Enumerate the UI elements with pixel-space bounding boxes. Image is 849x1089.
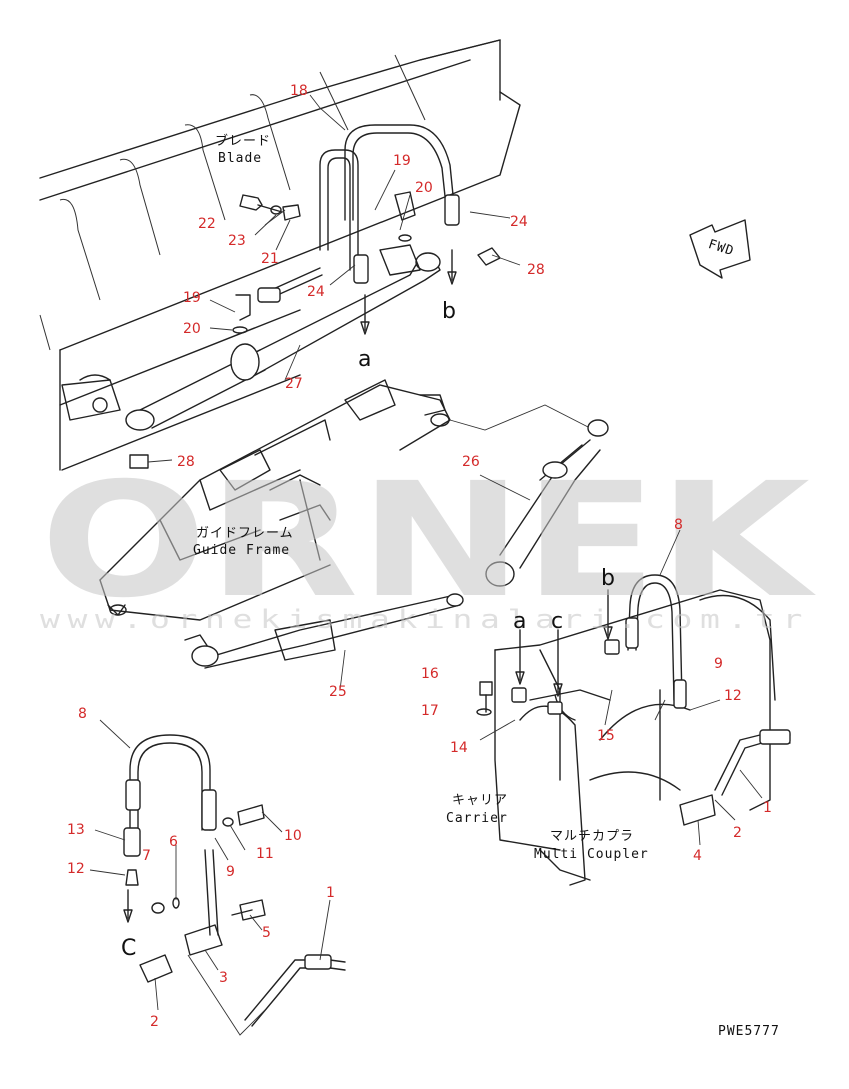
view-letter-a: a xyxy=(358,347,371,372)
callout-19: 19 xyxy=(183,290,201,306)
carrier-label-en: Carrier xyxy=(446,811,508,826)
watermark-logo: ORNEK xyxy=(40,449,817,633)
view-letter-a-carrier: a xyxy=(513,609,526,634)
callout-12: 12 xyxy=(724,688,742,704)
callout-28: 28 xyxy=(527,262,545,278)
view-letters: a b a c b C xyxy=(121,299,615,961)
callout-9: 9 xyxy=(714,656,723,672)
carrier-label-jp: キャリア xyxy=(452,793,508,808)
lift-cylinder-left xyxy=(191,593,464,669)
view-letter-c-detail: C xyxy=(121,936,136,961)
callout-22: 22 xyxy=(198,216,216,232)
watermark-url: www.ornekismakinalari.com.tr xyxy=(40,605,810,635)
callout-21: 21 xyxy=(261,251,279,267)
callout-24: 24 xyxy=(307,284,325,300)
callout-20: 20 xyxy=(183,321,201,337)
view-letter-c-carrier: c xyxy=(551,609,563,634)
callout-6: 6 xyxy=(169,834,178,850)
callout-26: 26 xyxy=(462,454,480,470)
callout-12: 12 xyxy=(67,861,85,877)
guide-frame-drawing xyxy=(99,379,591,651)
guide-frame-label-en: Guide Frame xyxy=(193,543,290,558)
callout-1: 1 xyxy=(763,800,772,816)
leader-lines xyxy=(89,94,763,1011)
callout-10: 10 xyxy=(284,828,302,844)
callout-8: 8 xyxy=(674,517,683,533)
multi-coupler-label-jp: マルチカプラ xyxy=(550,829,634,844)
callout-8: 8 xyxy=(78,706,87,722)
callout-28: 28 xyxy=(177,454,195,470)
callout-23: 23 xyxy=(228,233,246,249)
callout-16: 16 xyxy=(421,666,439,682)
blade-drawing xyxy=(39,39,521,471)
part-number-callouts: 18 19 20 22 23 21 24 24 28 19 20 27 28 2… xyxy=(67,83,772,1030)
blade-label-en: Blade xyxy=(218,151,262,166)
callout-14: 14 xyxy=(450,740,468,756)
watermark: ORNEK www.ornekismakinalari.com.tr xyxy=(40,449,817,635)
callout-7: 7 xyxy=(142,848,151,864)
callout-5: 5 xyxy=(262,925,271,941)
callout-17: 17 xyxy=(421,703,439,719)
callout-11: 11 xyxy=(256,846,274,862)
callout-24: 24 xyxy=(510,214,528,230)
carrier-drawing xyxy=(476,574,791,886)
detail-c-drawing xyxy=(123,734,346,1036)
view-letter-b: b xyxy=(442,299,456,324)
blade-cylinder xyxy=(125,244,441,431)
drawing-code: PWE5777 xyxy=(718,1024,780,1039)
fwd-arrow-icon xyxy=(689,219,751,279)
callout-3: 3 xyxy=(219,970,228,986)
callout-25: 25 xyxy=(329,684,347,700)
callout-9: 9 xyxy=(226,864,235,880)
text-labels: ブレード Blade ガイドフレーム Guide Frame キャリア Carr… xyxy=(193,133,780,1039)
view-letter-b-carrier: b xyxy=(601,566,615,591)
callout-2: 2 xyxy=(150,1014,159,1030)
callout-2: 2 xyxy=(733,825,742,841)
callout-20: 20 xyxy=(415,180,433,196)
callout-18: 18 xyxy=(290,83,308,99)
multi-coupler-label-en: Multi Coupler xyxy=(534,847,649,862)
callout-4: 4 xyxy=(693,848,702,864)
guide-frame-label-jp: ガイドフレーム xyxy=(196,526,294,541)
fwd-label: FWD xyxy=(706,237,736,259)
callout-15: 15 xyxy=(597,728,615,744)
blade-label-jp: ブレード xyxy=(215,133,271,149)
callout-19: 19 xyxy=(393,153,411,169)
callout-27: 27 xyxy=(285,376,303,392)
callout-13: 13 xyxy=(67,822,85,838)
lift-cylinder-right xyxy=(485,419,609,587)
callout-1: 1 xyxy=(326,885,335,901)
